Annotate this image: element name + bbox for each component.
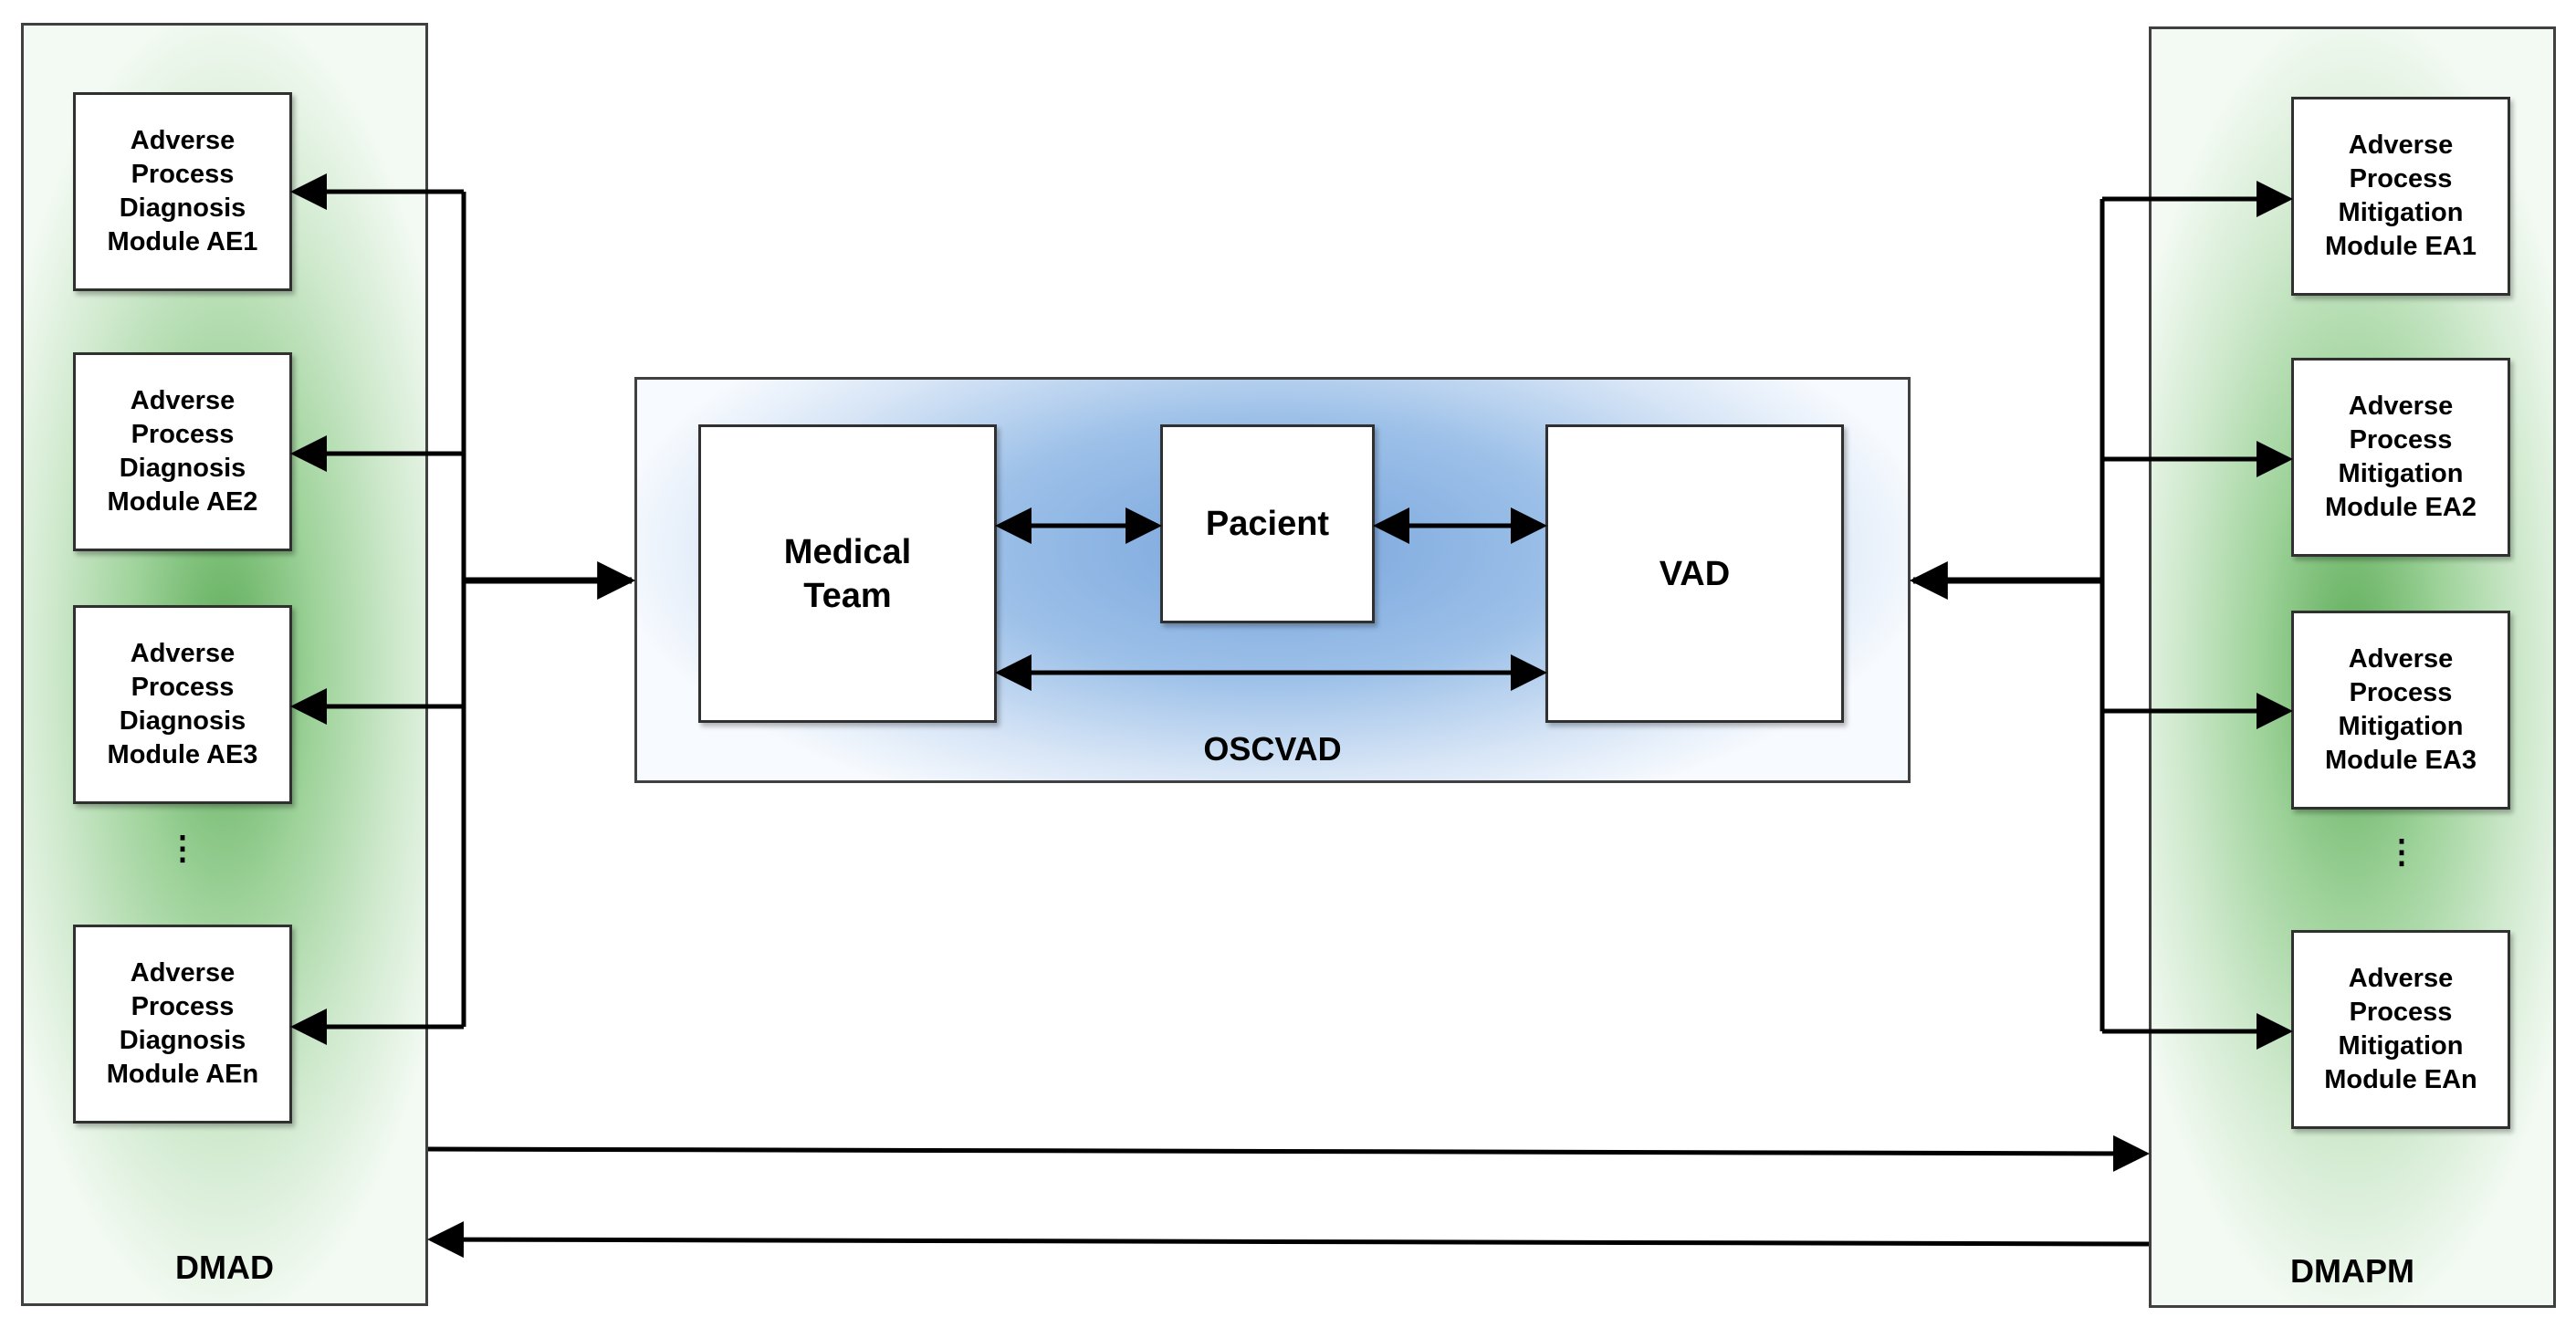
patient-box: Pacient <box>1160 424 1375 623</box>
oscvad-title: OSCVAD <box>1203 730 1342 768</box>
dmapm-ellipsis: ⋮ <box>2385 832 2418 870</box>
dmapm-title: DMAPM <box>2290 1252 2414 1290</box>
vad-box: VAD <box>1545 424 1844 723</box>
arrow-dmad-to-dmapm <box>427 1134 2150 1172</box>
arrow-dmapm-to-dmad <box>427 1221 2150 1259</box>
dmad-ellipsis: ⋮ <box>166 829 199 866</box>
dmad-title: DMAD <box>175 1249 274 1286</box>
